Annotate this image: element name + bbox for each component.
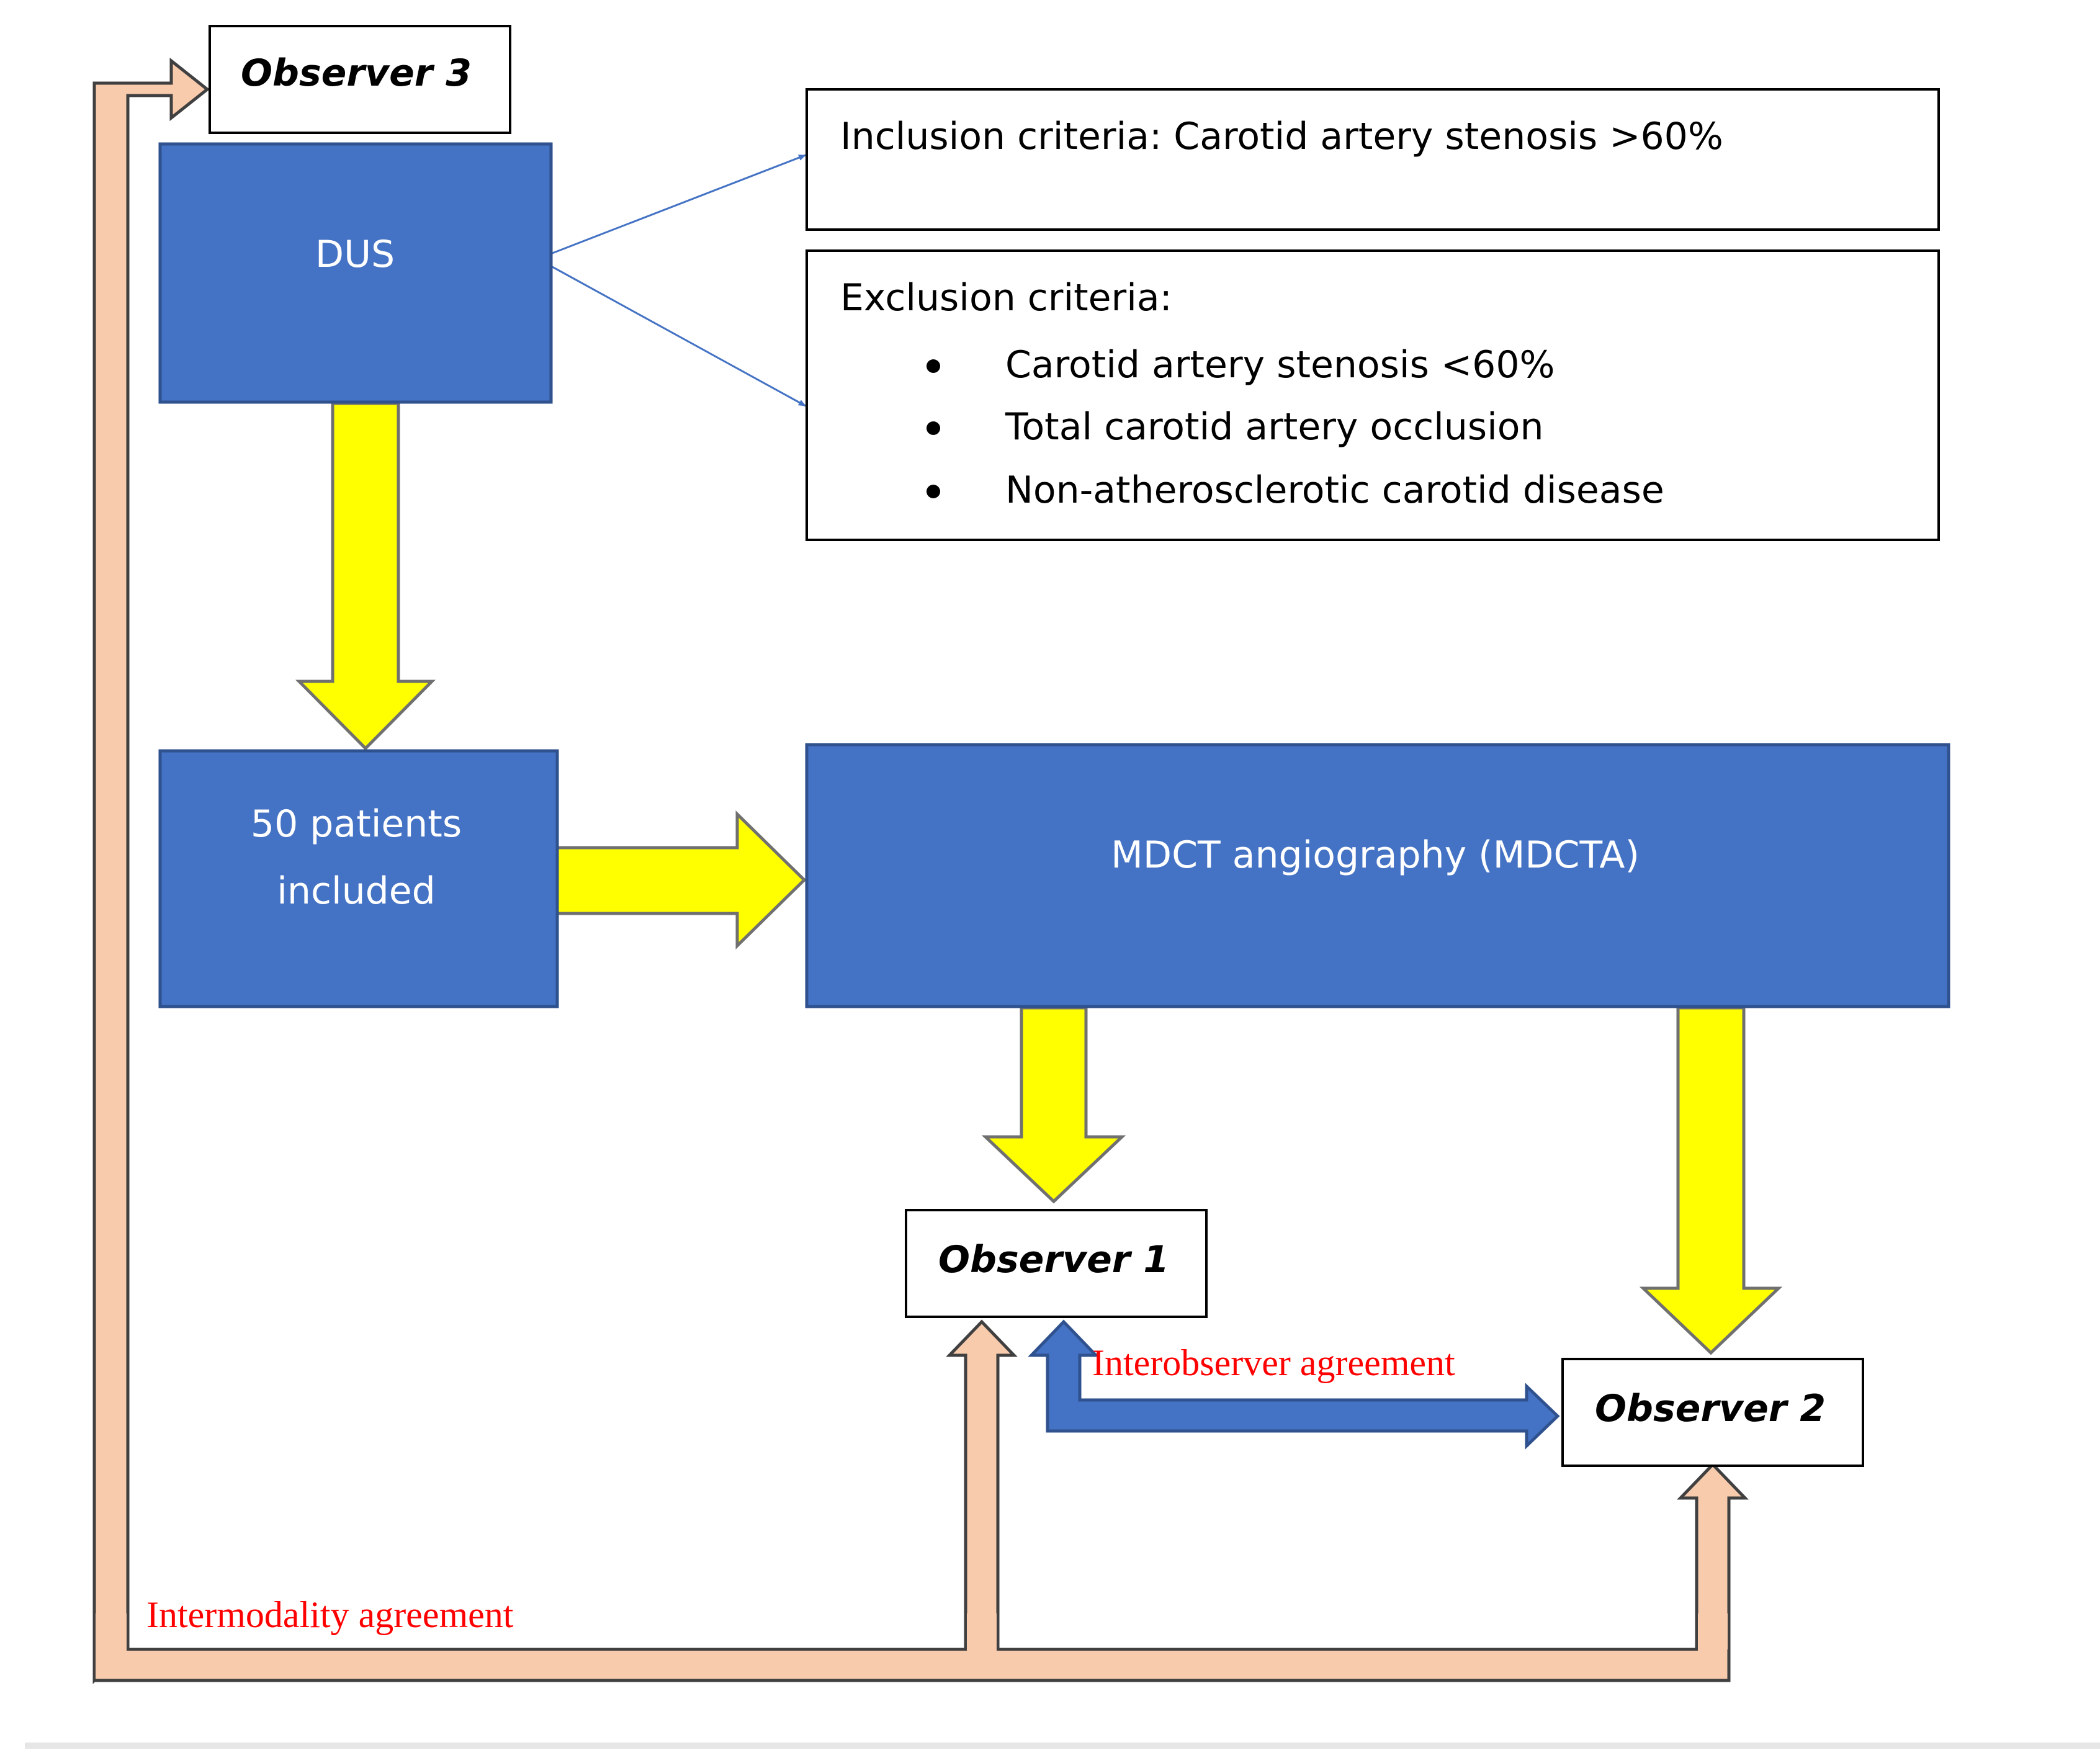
- patients-label-line2: included: [277, 869, 435, 913]
- observer2-box: [1561, 1358, 1864, 1467]
- patients-to-mdcta-arrow: [555, 810, 807, 949]
- patients-box: [158, 749, 559, 1008]
- bullet: [927, 359, 940, 373]
- exclusion-item: Carotid artery stenosis <60%: [1005, 343, 1555, 387]
- intermodality-loop-arrow: [92, 57, 210, 1684]
- mdcta-to-observer1-arrow: [981, 1006, 1126, 1204]
- observer1-label: Observer 1: [938, 1238, 1169, 1281]
- interobserver-arrow: [1028, 1319, 1560, 1450]
- intermodality-label: Intermodality agreement: [146, 1594, 514, 1635]
- interobserver-label: Interobserver agreement: [1092, 1342, 1455, 1383]
- mdcta-to-observer2-arrow: [1639, 1006, 1783, 1355]
- inclusion-box: [805, 88, 1940, 231]
- dus-box: [158, 142, 553, 404]
- observer3-box: [209, 25, 511, 134]
- bullet: [927, 421, 940, 435]
- mdcta-box: [805, 743, 1950, 1008]
- page-divider: [25, 1743, 2100, 1749]
- exclusion-box: [805, 249, 1940, 541]
- exclusion-item: Non-atherosclerotic carotid disease: [1005, 469, 1664, 512]
- patients-label-line1: 50 patients: [251, 802, 462, 846]
- exclusion-item: Total carotid artery occlusion: [1005, 405, 1544, 449]
- intermodality-arrow-observer2: [1677, 1462, 1749, 1651]
- observer1-box: [905, 1209, 1208, 1318]
- observer3-label: Observer 3: [241, 52, 472, 95]
- dus-to-inclusion-line: [552, 154, 806, 254]
- exclusion-title: Exclusion criteria:: [840, 276, 1172, 320]
- dus-to-patients-arrow: [295, 401, 436, 751]
- dus-to-exclusion-line: [552, 266, 806, 407]
- observer2-label: Observer 2: [1595, 1387, 1826, 1430]
- dus-label: DUS: [315, 233, 395, 276]
- mdcta-label: MDCT angiography (MDCTA): [1111, 833, 1640, 877]
- intermodality-arrow-observer1: [946, 1319, 1018, 1651]
- bullet: [927, 485, 940, 498]
- inclusion-text: Inclusion criteria: Carotid artery steno…: [840, 115, 1723, 158]
